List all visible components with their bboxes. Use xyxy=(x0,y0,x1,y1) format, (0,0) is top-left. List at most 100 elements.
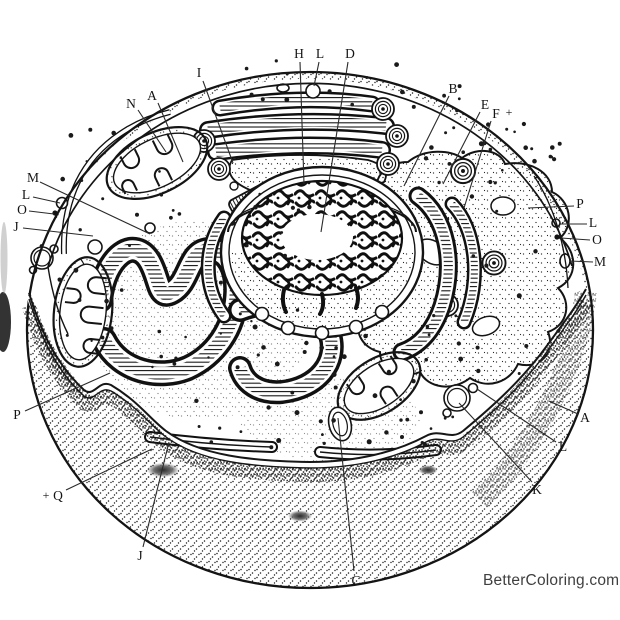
golgi-tubule-end xyxy=(371,97,395,121)
ribosome-dot xyxy=(523,145,528,150)
ribosome-dot xyxy=(85,160,88,163)
leader-line-O-left xyxy=(28,210,55,215)
ribosome-dot xyxy=(366,439,372,445)
ribosome-dot xyxy=(399,418,403,422)
label-B-right-top: B xyxy=(448,81,457,96)
label-P-left: P xyxy=(13,407,21,422)
ribosome-dot xyxy=(457,84,462,89)
ribosome-dot xyxy=(443,416,447,420)
leader-line-Q-bottom-left xyxy=(65,448,153,491)
ribosome-dot xyxy=(530,147,534,151)
ribosome-dot xyxy=(172,361,177,366)
ribosome-dot xyxy=(194,398,199,403)
ribosome-dot xyxy=(290,205,295,210)
ribosome-dot xyxy=(341,354,347,360)
ribosome-dot xyxy=(111,130,116,136)
ribosome-dot xyxy=(266,405,271,410)
ribosome-dot xyxy=(372,393,378,399)
ribosome-dot xyxy=(550,145,555,150)
ribosome-dot xyxy=(456,341,461,346)
leader-line-J-left xyxy=(22,227,94,237)
ribosome-dot xyxy=(424,357,429,362)
leader-line-P-right xyxy=(527,205,575,209)
ribosome-dot xyxy=(319,345,325,351)
ribosome-dot xyxy=(437,180,441,185)
ribosome-dot xyxy=(321,433,324,436)
ribosome-dot xyxy=(197,425,201,428)
ribosome-dot xyxy=(411,104,416,109)
ribosome-dot xyxy=(493,181,497,185)
ribosome-dot xyxy=(219,332,222,335)
ribosome-dot xyxy=(307,204,312,210)
label-C-bottom: C xyxy=(351,573,360,588)
ribosome-dot xyxy=(101,197,105,201)
ribosome-dot xyxy=(88,127,93,132)
ribosome-dot xyxy=(318,419,323,424)
ribosome-dot xyxy=(451,415,455,419)
nucleolus xyxy=(281,214,353,260)
ribosome-dot xyxy=(276,438,282,443)
peroxisome xyxy=(327,406,353,442)
ribosome-dot xyxy=(250,320,253,323)
ribosome-dot xyxy=(256,353,260,357)
ribosome-dot xyxy=(274,59,278,63)
ribosome-dot xyxy=(280,231,284,234)
leader-line-M-left xyxy=(39,181,151,235)
label-F-right-top: F xyxy=(492,106,500,121)
ribosome-dot xyxy=(159,193,164,197)
ribosome-dots xyxy=(39,59,562,450)
label-I-top: I xyxy=(197,65,202,80)
ribosome-dot xyxy=(68,133,74,138)
ribosome-dot xyxy=(65,333,69,337)
leader-line-H-top xyxy=(299,61,305,185)
ribosome-dot xyxy=(455,108,459,113)
ribosome-dot xyxy=(156,251,160,255)
ribosome-dot xyxy=(331,418,336,423)
ribosome-dot xyxy=(521,121,527,127)
leader-line-M-right xyxy=(569,260,594,263)
ribosome-dot xyxy=(78,228,82,232)
ribosome-dot xyxy=(425,324,430,329)
ribosome-dot xyxy=(109,326,114,331)
ribosome-dot xyxy=(548,154,553,159)
ribosome-dot xyxy=(184,335,187,339)
ribosome-dot xyxy=(400,435,404,439)
ribosome-dot xyxy=(218,426,222,430)
ribosome-dot xyxy=(476,368,481,374)
label-M-right: M xyxy=(594,254,606,269)
ribosome-dot xyxy=(488,147,493,152)
label-E-right-top: E xyxy=(481,97,489,112)
surface-craters xyxy=(143,461,440,523)
ribosome-dot xyxy=(60,176,65,182)
ribosome-dot xyxy=(119,288,124,292)
ribosome-dot xyxy=(90,339,93,342)
ribosome-dot xyxy=(245,244,249,248)
ribosome-dot xyxy=(386,369,391,374)
ribosome-dot xyxy=(384,430,389,435)
ribosome-dot xyxy=(427,333,431,337)
leader-line-L-left xyxy=(32,196,61,204)
nucleus xyxy=(219,165,425,341)
ribosome-dot xyxy=(128,244,131,247)
leader-line-P-left xyxy=(24,372,111,412)
leader-line-O-right xyxy=(560,237,591,241)
ribosome-dot xyxy=(174,356,178,360)
leader-line-C-bottom xyxy=(337,417,355,572)
ribosome-dot xyxy=(171,209,175,212)
mitochondrion-left xyxy=(52,256,114,368)
ribosome-dot xyxy=(420,441,424,445)
ribosome-dot xyxy=(252,324,258,330)
label-O-left: O xyxy=(17,202,27,217)
ribosome-dot xyxy=(365,76,369,79)
ribosome-dot xyxy=(524,344,529,348)
ribosome-dot xyxy=(80,179,84,182)
label-H-top: H xyxy=(294,46,304,61)
ribosome-dot xyxy=(442,93,446,98)
ribosome-dot xyxy=(334,346,338,350)
ribosome-dot xyxy=(73,267,79,273)
ribosome-dot xyxy=(556,329,560,333)
ribosome-dot xyxy=(249,92,254,97)
golgi-tubule-end xyxy=(385,124,409,148)
